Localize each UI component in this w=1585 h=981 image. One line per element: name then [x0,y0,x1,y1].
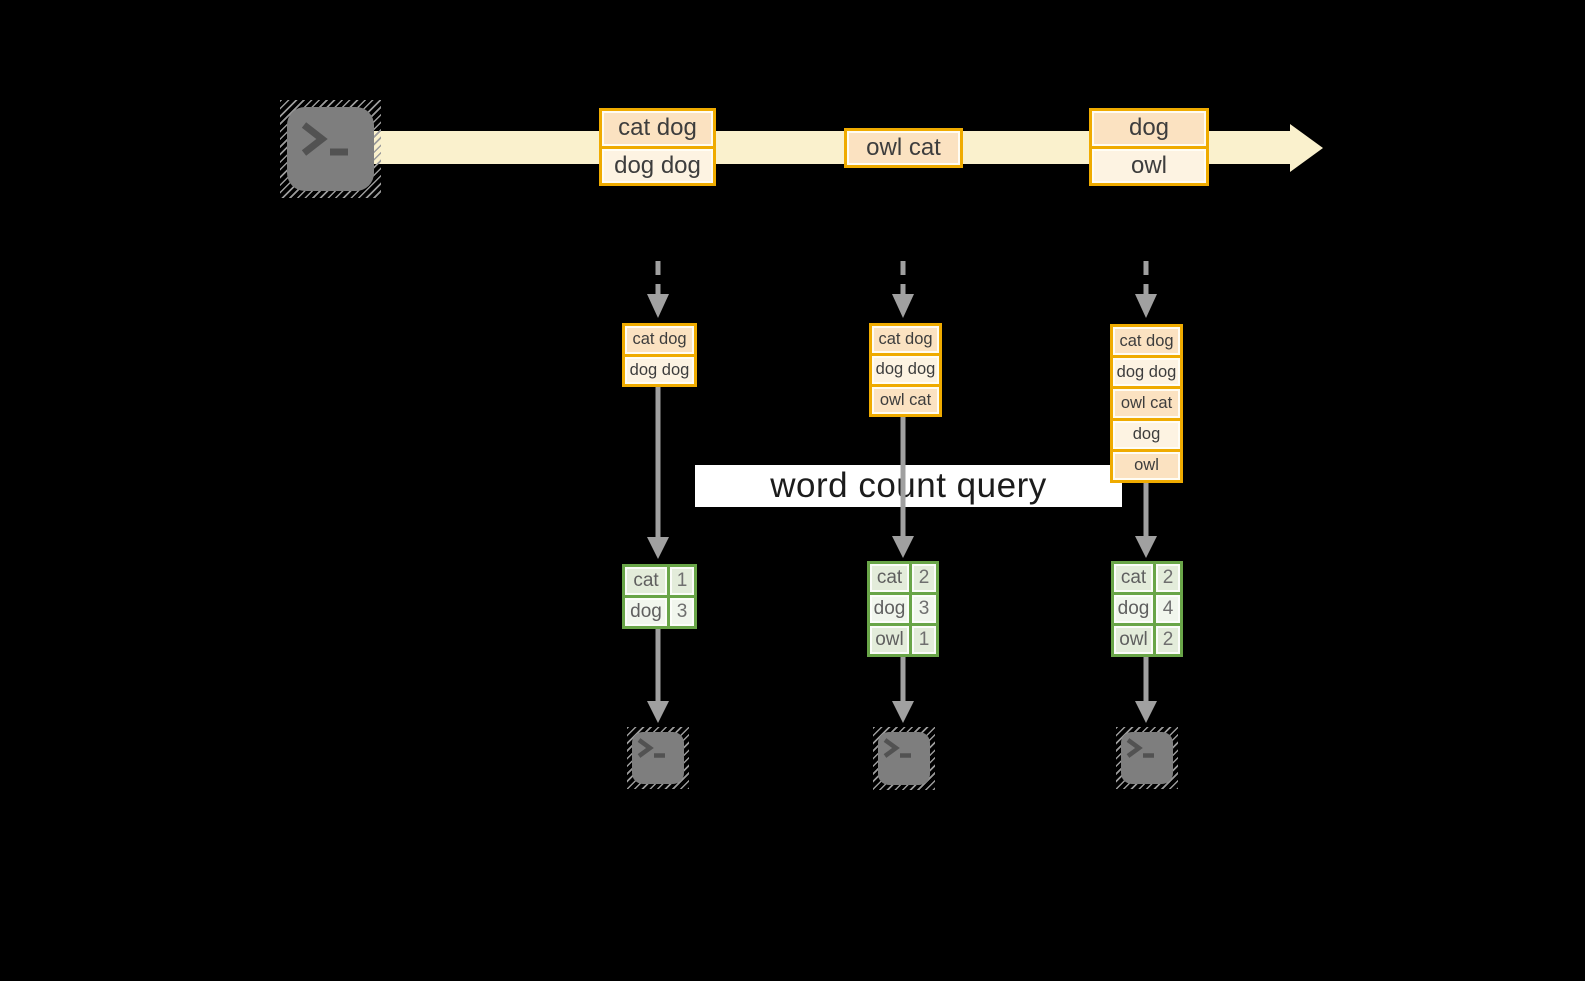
table-word-cell: owl [1114,626,1153,654]
wordcount-table-2: cat 2 dog 3 owl 1 [867,561,939,657]
table-word-cell: cat [870,564,909,592]
table-count-cell: 1 [670,567,694,595]
result-to-sink-arrow-2 [892,657,914,723]
event-cell: owl [1092,148,1206,183]
terminal-sink-icon-1 [627,727,689,789]
query-label: word count query [770,466,1047,505]
table-count-cell: 1 [912,626,936,654]
table-word-cell: dog [870,595,909,623]
table-count-cell: 2 [1156,626,1180,654]
table-word-cell: dog [625,598,667,626]
state-cell: cat dog [872,326,939,354]
result-to-sink-arrow-3 [1135,657,1157,723]
state-cell: cat dog [1113,327,1180,356]
state-cell: dog dog [872,356,939,384]
state-box-1: cat dog dog dog [622,323,697,387]
terminal-source-icon [280,100,381,198]
state-cell: owl cat [1113,389,1180,418]
event-cell: dog dog [602,148,713,183]
state-cell: owl cat [872,386,939,414]
terminal-prompt-icon [883,738,911,758]
stream-arrowhead-icon [1290,124,1323,172]
terminal-sink-icon-2 [873,727,935,790]
table-count-cell: 4 [1156,595,1180,623]
table-word-cell: cat [625,567,667,595]
terminal-prompt-icon [301,122,348,156]
state-box-2: cat dog dog dog owl cat [869,323,942,417]
terminal-sink-icon-3 [1116,727,1178,789]
state-box-3: cat dog dog dog owl cat dog owl [1110,324,1183,483]
table-word-cell: owl [870,626,909,654]
table-count-cell: 2 [1156,564,1180,592]
table-count-cell: 3 [912,595,936,623]
event-to-state-arrow-2 [892,261,914,318]
state-cell: cat dog [625,326,694,354]
state-to-result-arrow-1 [647,387,669,559]
state-to-result-arrow-3 [1135,483,1157,558]
wordcount-table-3: cat 2 dog 4 owl 2 [1111,561,1183,657]
state-cell: dog dog [1113,358,1180,387]
state-cell: dog dog [625,356,694,384]
event-to-state-arrow-1 [647,261,669,318]
stream-event-box-3: dog owl [1089,108,1209,186]
table-count-cell: 2 [912,564,936,592]
table-word-cell: cat [1114,564,1153,592]
stream-event-box-2: owl cat [844,128,963,168]
state-cell: dog [1113,420,1180,449]
stream-event-box-1: cat dog dog dog [599,108,716,186]
wordcount-table-1: cat 1 dog 3 [622,564,697,629]
table-word-cell: dog [1114,595,1153,623]
table-count-cell: 3 [670,598,694,626]
state-cell: owl [1113,451,1180,481]
terminal-prompt-icon [637,738,665,758]
event-cell: cat dog [602,111,713,146]
terminal-prompt-icon [1126,738,1154,758]
query-banner: word count query [695,465,1122,507]
event-to-state-arrow-3 [1135,261,1157,318]
event-cell: dog [1092,111,1206,146]
state-to-result-arrow-2 [892,417,914,558]
event-cell: owl cat [847,131,960,165]
result-to-sink-arrow-1 [647,629,669,723]
